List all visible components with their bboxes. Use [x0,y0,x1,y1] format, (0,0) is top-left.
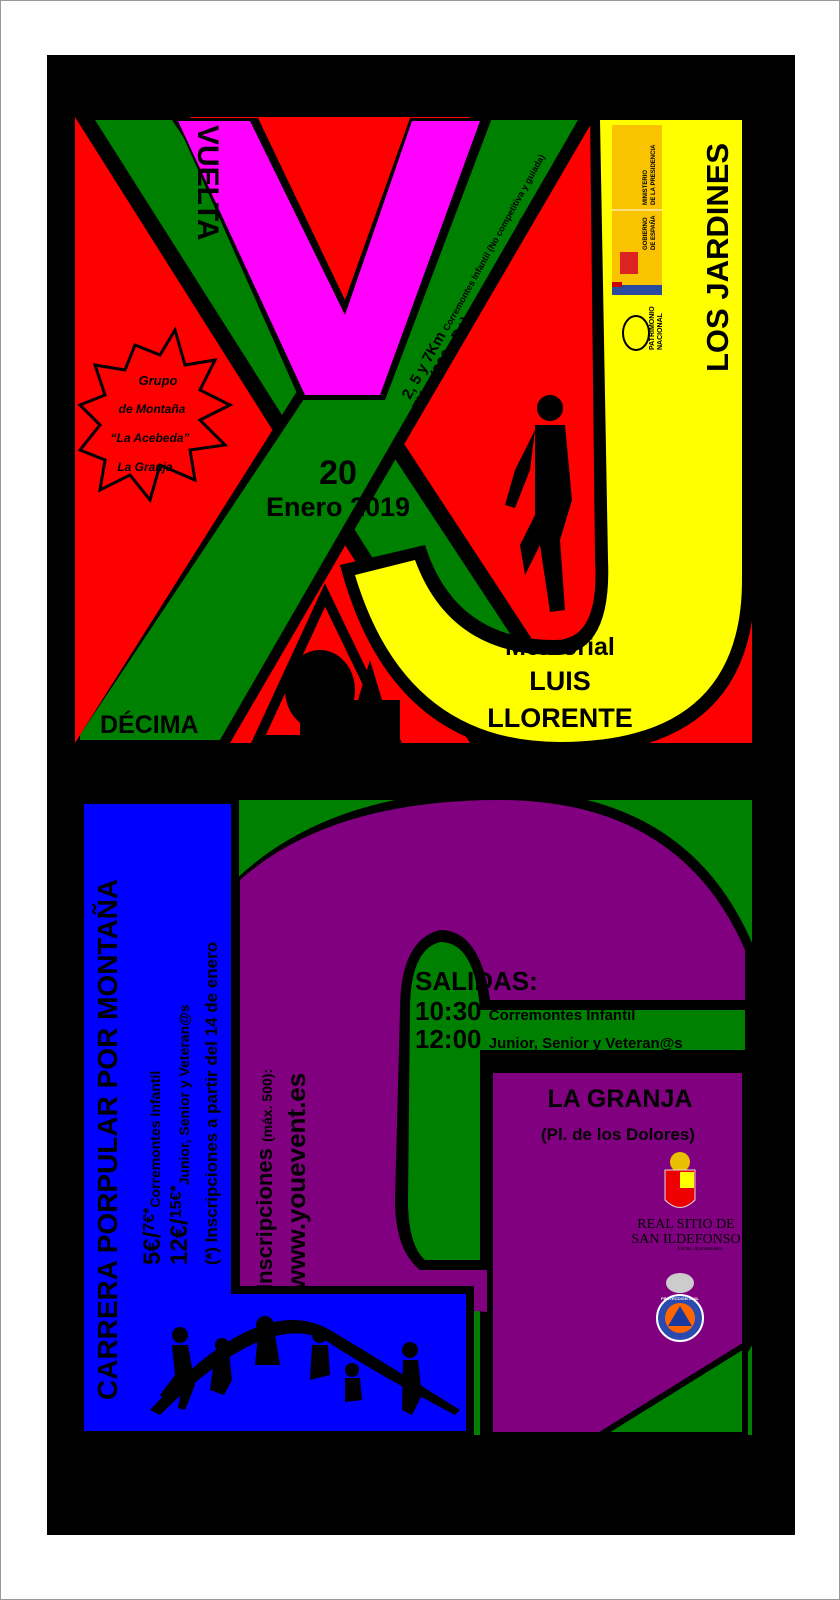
la-granja-box [487,1067,748,1438]
ayuntamiento-line-3: Excmo. Ayuntamiento [678,1247,723,1252]
badge-line-2: de Montaña [119,402,186,416]
gobierno-line-2: DE ESPAÑA [650,215,657,250]
g-inner [408,942,745,1260]
crown-icon [666,1273,694,1293]
location-place: (Pl. de los Dolores) [541,1125,695,1144]
location-title: LA GRANJA [548,1085,693,1113]
v-letter [178,121,480,395]
proteccion-civil-text: PROTECCIÓN CIVIL [661,1296,700,1301]
runner-silhouette-icon [505,395,572,612]
badge-line-4: La Granja [117,460,173,474]
patrimonio-line-2: NACIONAL [657,312,664,350]
memorial-line-2: LUIS [529,666,591,696]
patrimonio-line-1: PATRIMONIO [649,306,656,350]
ministerio-line-1: MINISTERIO [643,170,649,205]
g-letter [240,800,745,1430]
v-inner [262,121,405,290]
segovia-corner [589,1339,748,1438]
runners-silhouette-icon [150,1316,460,1415]
registration-note: (*) Inscripciones a partir del 14 de ene… [202,942,221,1265]
price-line-1: 5€/7€*Corremontes Infantil [139,1071,166,1265]
decima-label: DÉCIMA [100,710,199,739]
ayuntamiento-line-1: REAL SITIO DE [637,1217,734,1232]
date-month-year: Enero 2019 [266,492,410,522]
coat-of-arms-icon [620,252,638,274]
club-badge: Grupo de Montaña “La Acebeda” La Granja [77,326,234,504]
inscripciones-label: Inscripciones (máx. 500): [252,1069,277,1290]
website-link[interactable]: www.youevent.es [281,1073,311,1291]
memorial-line-3: LLORENTE [487,703,633,733]
salidas-title: SALIDAS: [415,966,538,996]
l-letter [76,796,474,1439]
civil-protection-triangle-icon [668,1306,692,1326]
badge-line-3: “La Acebeda” [111,431,190,445]
starburst-shape [77,326,234,504]
badge-line-1: Grupo [139,373,178,388]
bottom-panel: CARRERA PORPULAR POR MONTAÑA 5€/7€*Corre… [76,790,755,1484]
palace-silhouette-icon [285,650,400,742]
vuelta-title: VUELTA [191,125,224,241]
salida-2: 12:00 Junior, Senior y Veteran@s [415,1024,683,1054]
gobierno-logo: MINISTERIO DE LA PRESIDENCIA GOBIERNO DE… [612,125,662,295]
price-line-2: 12€/15€*Junior, Senior y Veteran@s [166,1004,193,1265]
memorial-line-1: Memorial [505,633,615,661]
gobierno-line-1: GOBIERNO [643,217,649,250]
top-panel: Grupo de Montaña “La Acebeda” La Granja … [75,112,755,755]
patrimonio-nacional-logo: PATRIMONIO NACIONAL [622,306,664,351]
crown-icon [622,315,650,351]
carrera-title: CARRERA PORPULAR POR MONTAÑA [92,879,123,1400]
crown-icon [670,1152,690,1172]
los-jardines-title: LOS JARDINES [700,143,735,372]
ministerio-line-2: DE LA PRESIDENCIA [651,144,657,205]
date-day: 20 [319,454,357,492]
ayuntamiento-logo: REAL SITIO DE SAN ILDEFONSO Excmo. Ayunt… [631,1152,741,1252]
ayuntamiento-line-2: SAN ILDEFONSO [631,1232,740,1247]
proteccion-civil-logo: PROTECCIÓN CIVIL [656,1273,704,1342]
salida-1: 10:30 Corremontes Infantil [415,996,635,1026]
x-stroke2-green [80,120,578,740]
